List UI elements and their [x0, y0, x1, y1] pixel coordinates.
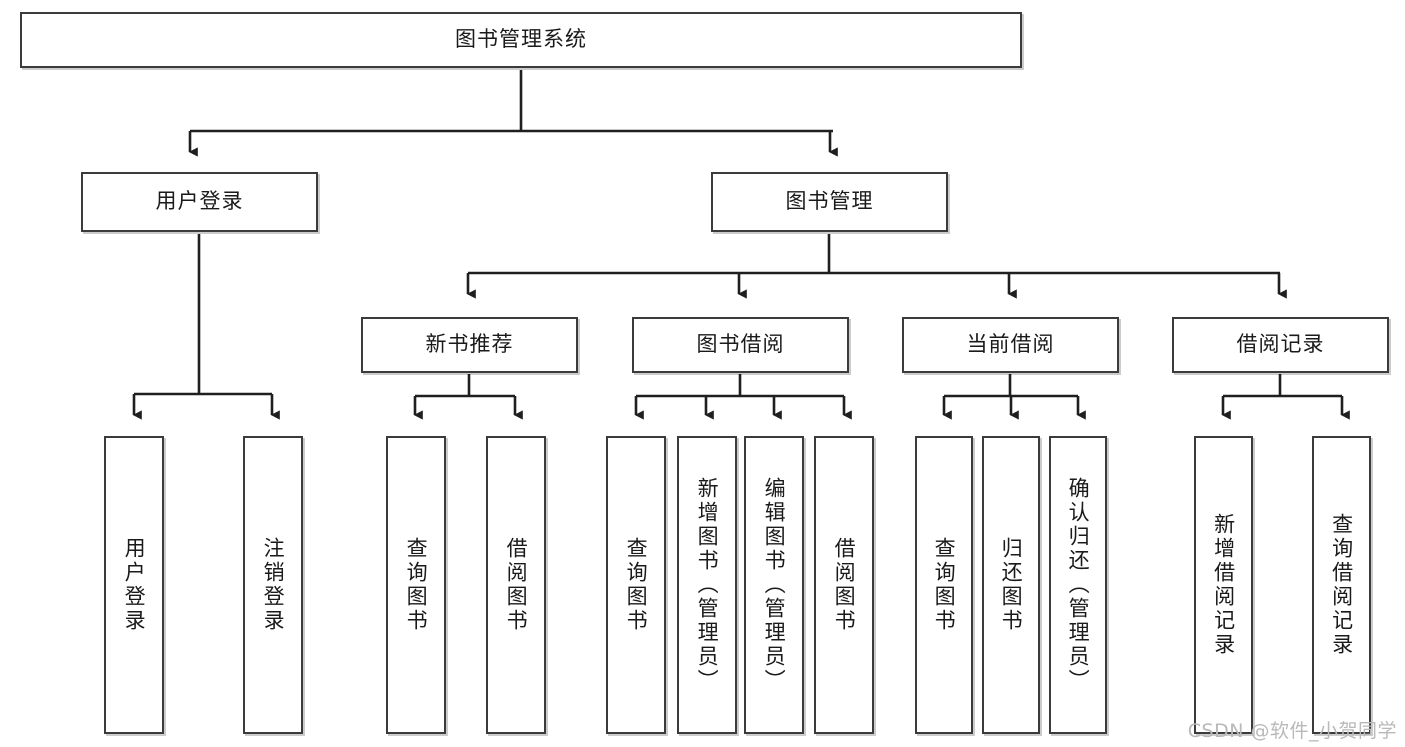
node-leaf-add-book[interactable]: 新增图书（管理员） — [677, 436, 737, 734]
node-user-login-label: 用户登录 — [155, 189, 244, 214]
node-leaf-query-book-2[interactable]: 查询图书 — [606, 436, 666, 734]
node-leaf-user-login-label: 用户登录 — [122, 537, 147, 633]
node-leaf-query-book-3[interactable]: 查询图书 — [915, 436, 973, 734]
node-borrow-record[interactable]: 借阅记录 — [1172, 317, 1389, 373]
node-leaf-confirm-return[interactable]: 确认归还（管理员） — [1049, 436, 1107, 734]
node-leaf-query-book-2-label: 查询图书 — [624, 537, 649, 633]
node-leaf-query-book-1[interactable]: 查询图书 — [386, 436, 446, 734]
node-leaf-query-record[interactable]: 查询借阅记录 — [1312, 436, 1371, 734]
node-leaf-borrow-book-1-label: 借阅图书 — [504, 537, 529, 633]
node-leaf-borrow-book-2[interactable]: 借阅图书 — [814, 436, 874, 734]
node-leaf-user-login[interactable]: 用户登录 — [104, 436, 164, 734]
node-book-borrow-label: 图书借阅 — [696, 332, 785, 357]
node-leaf-return-book[interactable]: 归还图书 — [982, 436, 1040, 734]
node-leaf-query-book-3-label: 查询图书 — [932, 537, 957, 633]
node-leaf-logout-login[interactable]: 注销登录 — [243, 436, 303, 734]
node-leaf-add-record-label: 新增借阅记录 — [1211, 513, 1236, 657]
node-user-login[interactable]: 用户登录 — [81, 172, 318, 232]
node-current-borrow-label: 当前借阅 — [966, 332, 1055, 357]
node-leaf-query-book-1-label: 查询图书 — [404, 537, 429, 633]
node-leaf-query-record-label: 查询借阅记录 — [1329, 513, 1354, 657]
watermark: CSDN @软件_小贺同学 — [1187, 720, 1397, 742]
node-current-borrow[interactable]: 当前借阅 — [902, 317, 1119, 373]
node-leaf-borrow-book-1[interactable]: 借阅图书 — [486, 436, 546, 734]
node-borrow-record-label: 借阅记录 — [1236, 332, 1325, 357]
node-leaf-confirm-return-label: 确认归还（管理员） — [1066, 477, 1091, 693]
node-leaf-return-book-label: 归还图书 — [999, 537, 1024, 633]
node-leaf-edit-book[interactable]: 编辑图书（管理员） — [744, 436, 804, 734]
node-leaf-borrow-book-2-label: 借阅图书 — [832, 537, 857, 633]
node-leaf-edit-book-label: 编辑图书（管理员） — [762, 477, 787, 693]
node-root-label: 图书管理系统 — [455, 27, 587, 52]
node-book-manage-label: 图书管理 — [785, 189, 874, 214]
node-root[interactable]: 图书管理系统 — [20, 12, 1022, 68]
node-new-book-recommend-label: 新书推荐 — [425, 332, 514, 357]
node-book-borrow[interactable]: 图书借阅 — [632, 317, 849, 373]
node-leaf-logout-login-label: 注销登录 — [261, 537, 286, 633]
node-leaf-add-book-label: 新增图书（管理员） — [695, 477, 720, 693]
node-new-book-recommend[interactable]: 新书推荐 — [361, 317, 578, 373]
node-book-manage[interactable]: 图书管理 — [711, 172, 948, 232]
node-leaf-add-record[interactable]: 新增借阅记录 — [1194, 436, 1253, 734]
